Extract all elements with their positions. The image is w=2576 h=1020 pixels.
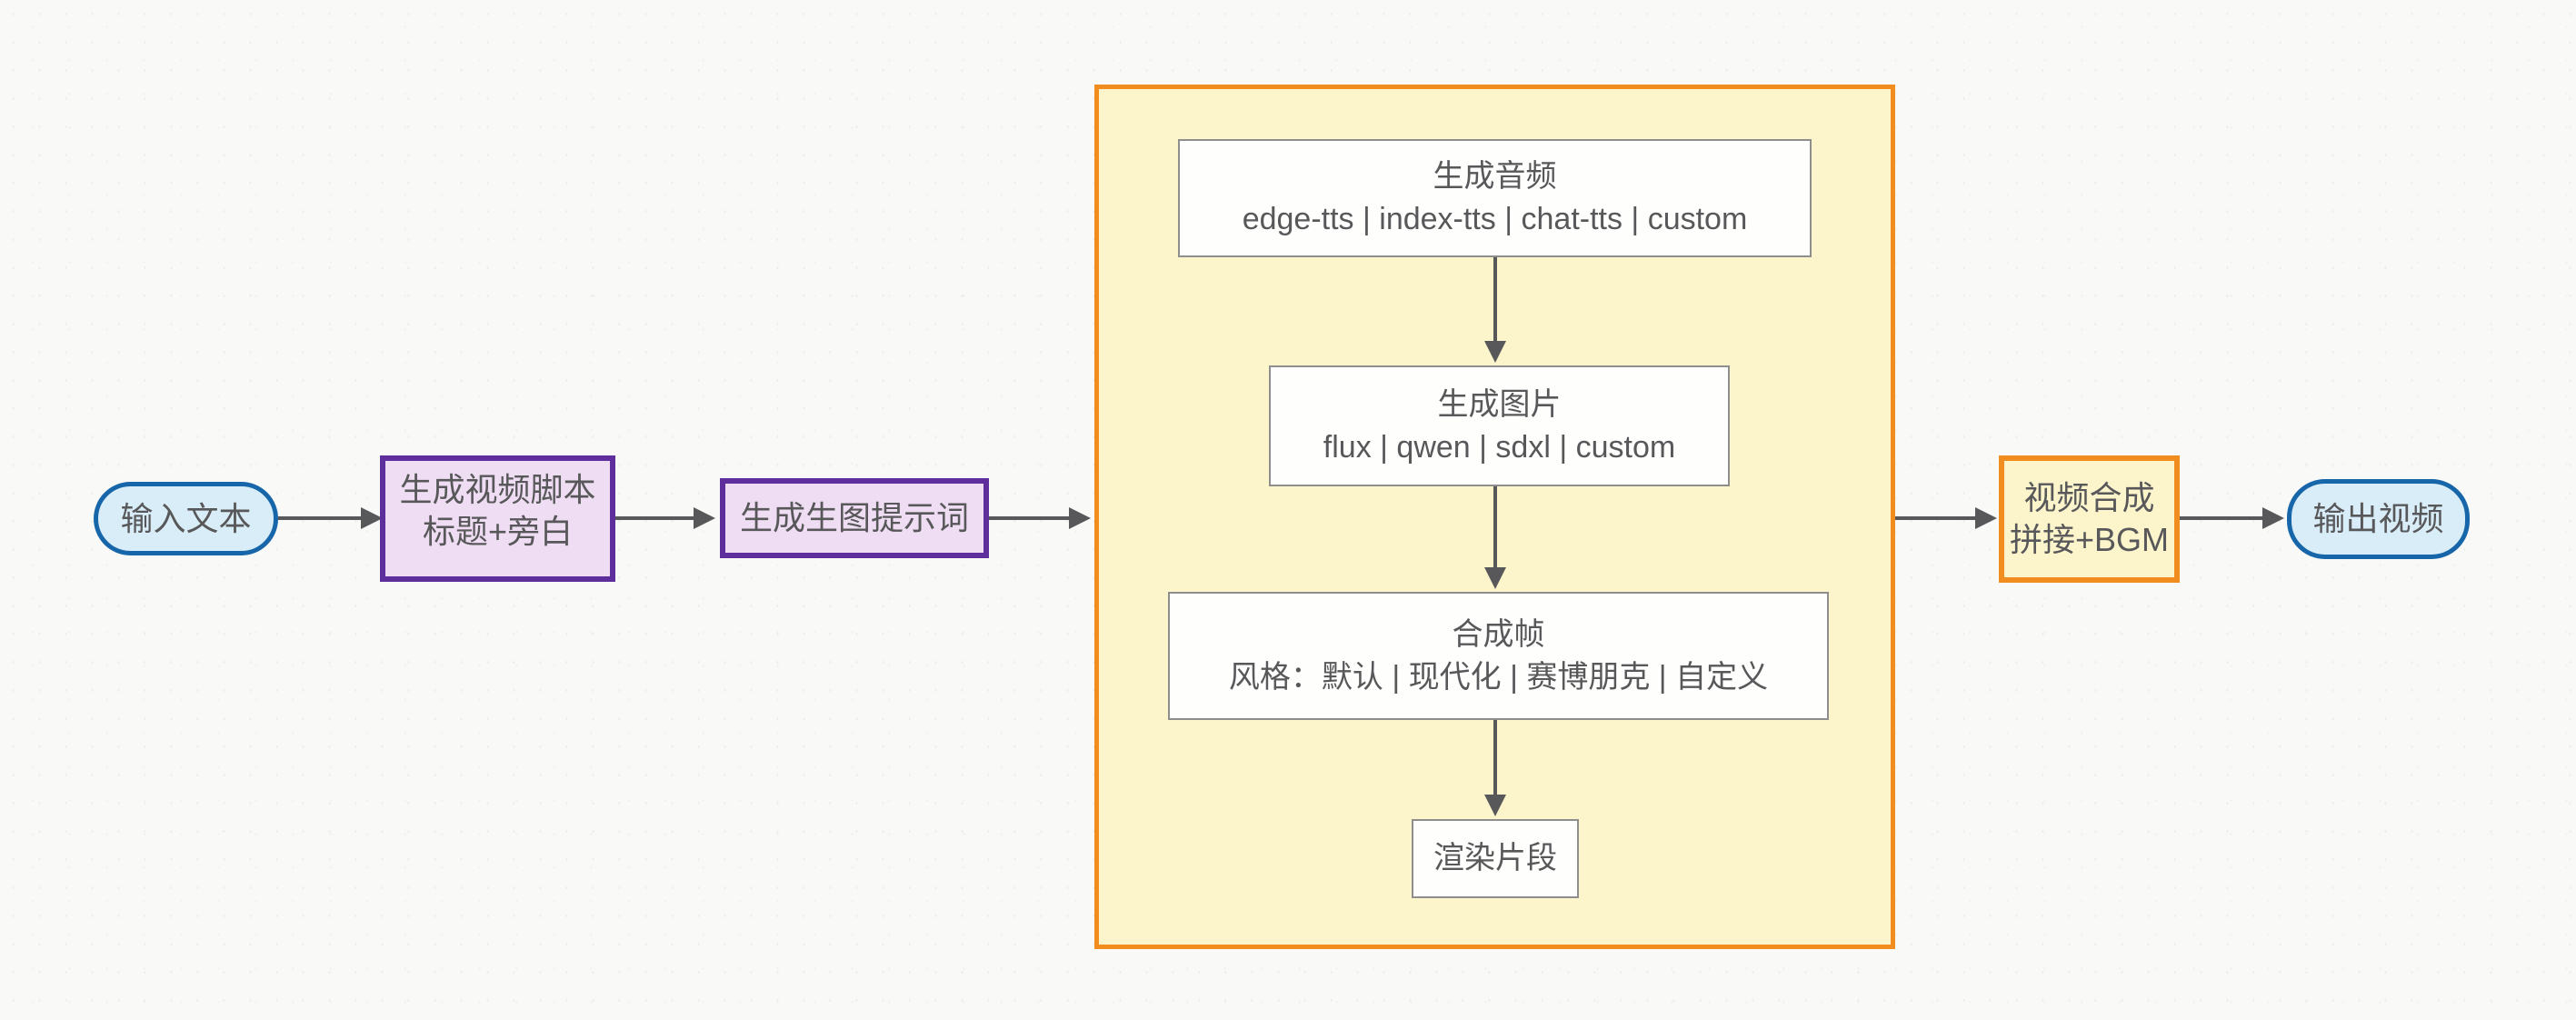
node-generate-script: 生成视频脚本 标题+旁白 [380,455,615,582]
node-video-compose-line2: 拼接+BGM [2009,521,2170,558]
arrow-subgraph-to-compose-head [1975,507,1997,529]
node-output-video: 输出视频 [2287,479,2470,559]
arrow-script-to-prompt-shaft [615,516,695,520]
arrow-frame-to-render-shaft [1493,720,1497,796]
node-input-text-label: 输入文本 [120,499,252,537]
arrow-input-to-script-shaft [278,516,363,520]
node-video-compose: 视频合成 拼接+BGM [1999,455,2180,583]
arrow-image-to-frame-head [1484,567,1506,589]
node-generate-image-prompt: 生成生图提示词 [720,478,989,558]
node-generate-image: 生成图片 flux | qwen | sdxl | custom [1269,365,1730,486]
node-input-text: 输入文本 [94,482,278,555]
node-generate-audio-title: 生成音频 [1433,159,1557,194]
arrow-prompt-to-subgraph-shaft [989,516,1071,520]
node-generate-image-options: flux | qwen | sdxl | custom [1323,429,1676,465]
arrow-input-to-script-head [361,507,383,529]
arrow-compose-to-output-head [2262,507,2284,529]
node-render-clip: 渲染片段 [1412,819,1579,898]
arrow-script-to-prompt-head [694,507,715,529]
arrow-image-to-frame-shaft [1493,486,1497,569]
node-render-clip-label: 渲染片段 [1433,841,1557,875]
node-generate-script-line1: 生成视频脚本 [399,470,596,508]
node-compose-frame-title: 合成帧 [1452,616,1545,652]
arrow-subgraph-to-compose-shaft [1895,516,1977,520]
arrow-frame-to-render-head [1484,795,1506,816]
node-generate-audio: 生成音频 edge-tts | index-tts | chat-tts | c… [1178,139,1812,257]
node-output-video-label: 输出视频 [2312,500,2444,537]
arrow-audio-to-image-shaft [1493,257,1497,343]
node-generate-image-title: 生成图片 [1437,386,1562,422]
node-video-compose-line1: 视频合成 [2023,479,2155,516]
node-generate-script-line2: 标题+旁白 [422,512,574,550]
node-generate-image-prompt-label: 生成生图提示词 [739,499,969,536]
node-compose-frame: 合成帧 风格：默认 | 现代化 | 赛博朋克 | 自定义 [1168,592,1829,720]
node-generate-audio-options: edge-tts | index-tts | chat-tts | custom [1242,202,1748,236]
node-compose-frame-options: 风格：默认 | 现代化 | 赛博朋克 | 自定义 [1228,659,1769,695]
arrow-compose-to-output-shaft [2180,516,2264,520]
arrow-prompt-to-subgraph-head [1069,507,1091,529]
arrow-audio-to-image-head [1484,341,1506,363]
